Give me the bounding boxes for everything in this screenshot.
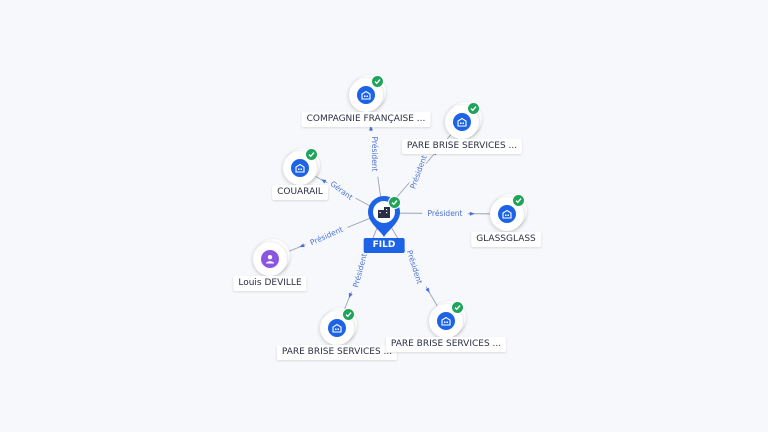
person-icon (261, 250, 279, 268)
edge-label-background (370, 131, 380, 177)
verified-check-icon (342, 308, 355, 321)
edge-label-background (403, 243, 427, 290)
center-node-label[interactable]: FILD (363, 238, 405, 253)
company-node[interactable] (283, 148, 320, 185)
verified-check-icon (388, 196, 401, 209)
building-icon (291, 159, 309, 177)
edge-relation-label: Gérant (328, 179, 354, 202)
edge-label-background (303, 222, 349, 249)
verified-check-icon (467, 102, 480, 115)
building-icon (498, 205, 516, 223)
building-icon (357, 86, 375, 104)
edge-relation-label: Président (408, 154, 428, 190)
edge-label-group: Président (370, 131, 380, 177)
building-icon (453, 113, 471, 131)
node-disc (253, 242, 287, 276)
verified-check-icon (371, 75, 384, 88)
edge-relation-label: Président (405, 249, 424, 285)
building-icon (437, 312, 455, 330)
edge-label-background (406, 149, 431, 195)
edge-arrow-icon (348, 292, 353, 299)
edge-arrow-icon (469, 211, 475, 216)
node-label[interactable]: PARE BRISE SERVICES ... (401, 139, 523, 154)
edge-relation-label: Président (309, 225, 345, 247)
node-label[interactable]: PARE BRISE SERVICES ... (385, 337, 507, 352)
node-label[interactable]: PARE BRISE SERVICES ... (276, 345, 398, 360)
node-label[interactable]: COMPAGNIE FRANÇAISE ... (301, 112, 431, 127)
edge-label-group: Président (403, 243, 427, 290)
node-label[interactable]: COUARAIL (272, 185, 328, 200)
edge-relation-label: Président (351, 252, 369, 288)
node-label[interactable]: Louis DEVILLE (233, 276, 307, 291)
edge-relation-label: Président (370, 137, 379, 172)
verified-check-icon (512, 194, 525, 207)
node-label[interactable]: GLASSGLASS (471, 232, 541, 247)
building-icon (328, 319, 346, 337)
verified-check-icon (451, 301, 464, 314)
company-node[interactable] (320, 308, 357, 345)
verified-check-icon (305, 148, 318, 161)
edge-relation-label: Président (428, 209, 463, 218)
edge-label-background (349, 247, 370, 294)
person-node[interactable] (253, 239, 290, 276)
edge-label-group: Président (406, 149, 431, 195)
edge-arrow-icon (425, 287, 430, 293)
edge-label-background (326, 176, 358, 204)
center-node[interactable] (366, 195, 402, 239)
edge-arrow-icon (299, 243, 305, 248)
company-node[interactable] (445, 102, 482, 139)
company-node[interactable] (349, 75, 386, 112)
company-node[interactable] (429, 301, 466, 338)
company-node[interactable] (490, 194, 527, 231)
edge-label-background (422, 208, 468, 218)
edge-label-group: Président (422, 208, 468, 218)
node-disc (445, 105, 479, 139)
edge-label-group: Président (303, 222, 349, 249)
edge-arrow-icon (321, 179, 327, 184)
edge-label-group: Président (349, 247, 370, 294)
edge-label-group: Gérant (326, 176, 358, 204)
